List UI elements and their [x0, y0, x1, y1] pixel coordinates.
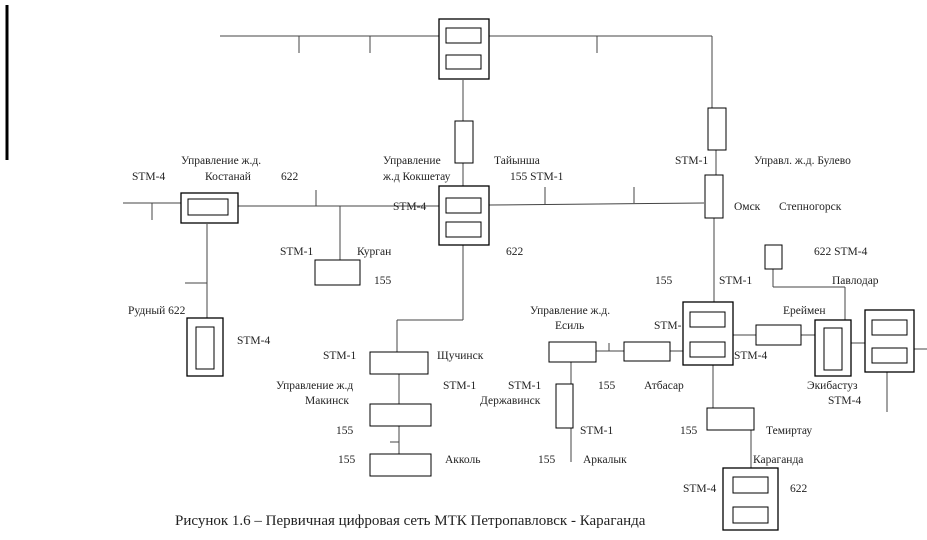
label-stm1-arkalyk: STM-1	[580, 425, 613, 437]
node-top-inner-2	[445, 54, 482, 70]
label-omsk: Омск	[734, 201, 761, 213]
label-622-stm4-pavlodar: 622 STM-4	[814, 246, 868, 258]
link-box-tainysha	[454, 120, 474, 164]
label-karaganda: Караганда	[753, 454, 803, 466]
label-622-karaganda: 622	[790, 483, 808, 495]
label-upravlenie-kostanay: Управление ж.д.	[181, 155, 261, 167]
node-akkol	[369, 453, 432, 477]
label-upravlenie-kokshetau-2: ж.д Кокшетау	[382, 171, 451, 183]
labels: Управление ж.д. Костанай STM-4 622 Управ…	[128, 155, 879, 529]
nodes	[180, 18, 915, 531]
label-stm-center: STM-	[654, 320, 682, 332]
label-622-kokshetau: 622	[506, 246, 524, 258]
node-temirtau	[706, 407, 755, 431]
node-center-inner-1	[689, 311, 726, 328]
label-atbasar: Атбасар	[644, 380, 684, 392]
link-box-bulevo	[707, 107, 727, 151]
node-schuchinsk	[369, 351, 429, 375]
label-155-kurgan: 155	[374, 275, 392, 287]
label-ekibastuz: Экибастуз	[807, 380, 858, 392]
label-upravlenie-esil-1: Управление ж.д.	[530, 305, 610, 317]
node-karaganda-inner-2	[732, 506, 769, 524]
label-155-atbasar: 155	[598, 380, 616, 392]
label-upravlenie-kokshetau-1: Управление	[383, 155, 441, 167]
label-stm1-makinsk: STM-1	[443, 380, 476, 392]
node-makinsk	[369, 403, 432, 427]
label-upravlenie-makinsk: Управление ж.д	[276, 380, 353, 392]
label-155-stm1-tainysha: 155 STM-1	[510, 171, 564, 183]
label-tainysha: Тайынша	[494, 155, 540, 167]
label-makinsk: Макинск	[305, 395, 349, 407]
node-atbasar	[623, 341, 671, 362]
node-ekibastuz-inner	[823, 327, 843, 371]
label-stm4-karaganda: STM-4	[683, 483, 716, 495]
node-pavlodar-inner-1	[871, 319, 908, 336]
figure-caption: Рисунок 1.6 – Первичная цифровая сеть МТ…	[175, 513, 646, 529]
label-stm4-kokshetau: STM-4	[393, 201, 426, 213]
label-stm1-omsk: STM-1	[675, 155, 708, 167]
node-kokshetau-inner-2	[445, 221, 482, 238]
label-schuchinsk: Щучинск	[437, 350, 484, 362]
node-center-inner-2	[689, 341, 726, 358]
label-stm4-ekibastuz: STM-4	[828, 395, 861, 407]
label-pavlodar: Павлодар	[832, 275, 879, 287]
node-pavlodar-inner-2	[871, 347, 908, 364]
label-155-makinsk: 155	[336, 425, 354, 437]
label-derzhavinsk: Державинск	[480, 395, 541, 407]
label-155-arkalyk: 155	[538, 454, 556, 466]
label-akkol: Акколь	[445, 454, 480, 466]
label-stm1-kurgan: STM-1	[280, 246, 313, 258]
label-kurgan: Курган	[357, 246, 391, 258]
label-upravlenie-esil-2: Есиль	[555, 320, 584, 332]
label-stm4-left: STM-4	[132, 171, 165, 183]
node-karaganda-inner-1	[732, 476, 769, 494]
label-155-temirtau: 155	[680, 425, 698, 437]
node-omsk	[704, 174, 724, 219]
node-rudny-inner	[195, 326, 215, 370]
node-top-inner-1	[445, 27, 482, 44]
label-stm1-right: STM-1	[719, 275, 752, 287]
node-derzhavinsk	[555, 383, 574, 429]
label-stm4-center: STM-4	[734, 350, 767, 362]
label-arkalyk: Аркалык	[583, 454, 627, 466]
link	[488, 202, 705, 206]
label-stepnogorsk: Степногорск	[779, 201, 842, 213]
node-kokshetau-inner-1	[445, 197, 482, 214]
label-155-right: 155	[655, 275, 673, 287]
links	[123, 35, 927, 468]
node-ereimen	[755, 324, 802, 346]
node-kostanay-inner	[187, 198, 229, 216]
label-stm1-schuchinsk: STM-1	[323, 350, 356, 362]
label-rudny-622: Рудный 622	[128, 305, 186, 317]
label-upravl-bulevo: Управл. ж.д. Булево	[754, 155, 851, 167]
label-622-kostanay: 622	[281, 171, 299, 183]
node-esil	[548, 341, 597, 363]
label-155-akkol: 155	[338, 454, 356, 466]
label-kostanay: Костанай	[205, 171, 251, 183]
label-ereimen: Ереймен	[783, 305, 826, 317]
label-stm1-derzhavinsk: STM-1	[508, 380, 541, 392]
node-kurgan	[314, 259, 361, 286]
label-stm4-rudny: STM-4	[237, 335, 270, 347]
node-stepnogorsk	[764, 244, 783, 270]
label-temirtau: Темиртау	[766, 425, 812, 437]
